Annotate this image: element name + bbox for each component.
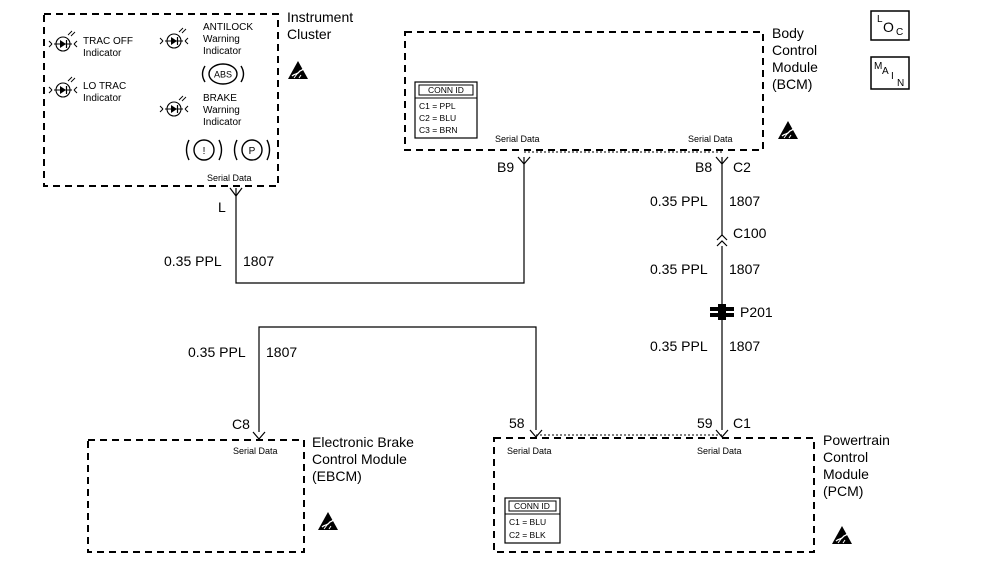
pin-58-terminal-icon (529, 429, 543, 438)
pcm-title-2: Control (823, 449, 868, 465)
bcm-conn-row: C2 = BLU (419, 113, 456, 123)
pcm-box (493, 437, 815, 553)
trac-off-indicator-label: Indicator (83, 48, 122, 59)
bcm-pin-b9: B9 (497, 159, 514, 175)
pin-b9-terminal-icon (517, 156, 531, 165)
bcm-serial-data-right: Serial Data (688, 134, 733, 144)
antilock-led-icon (159, 27, 189, 49)
cluster-serial-data-label: Serial Data (207, 173, 252, 183)
pin-c8-terminal-icon (252, 431, 266, 440)
cluster-wire-circuit: 1807 (243, 253, 274, 269)
bcm-connector-c2: C2 (733, 159, 751, 175)
main-letter-i: I (891, 71, 894, 82)
brake-warning-label: Warning (203, 105, 240, 116)
brake-label: BRAKE (203, 93, 237, 104)
loc-letter-o: O (883, 19, 894, 35)
esd-sensitive-icon (831, 525, 853, 545)
bcm-title-2: Control (772, 42, 817, 58)
c100-p201-wire-gauge: 0.35 PPL (650, 261, 708, 277)
pcm-serial-data-left: Serial Data (507, 446, 552, 456)
c100-p201-wire-circuit: 1807 (729, 261, 760, 277)
esd-sensitive-icon (777, 120, 799, 140)
ebcm-box (87, 439, 305, 553)
main-view-icon (870, 56, 910, 90)
instrument-cluster-title: Instrument (287, 9, 353, 25)
bcm-conn-id-table (414, 81, 478, 139)
brake-led-icon (159, 95, 189, 117)
bcm-title: Body (772, 25, 804, 41)
instrument-cluster-box (43, 13, 279, 187)
loc-letter-c: C (896, 27, 903, 38)
ebcm-pin-c8: C8 (232, 416, 250, 432)
bcm-serial-data-left: Serial Data (495, 134, 540, 144)
park-symbol-text: P (249, 146, 256, 157)
ebcm-title-3: (EBCM) (312, 468, 362, 484)
main-letter-m: M (874, 61, 882, 72)
pcm-serial-data-right: Serial Data (697, 446, 742, 456)
esd-sensitive-icon (317, 511, 339, 531)
p201-pcm-wire-gauge: 0.35 PPL (650, 338, 708, 354)
location-view-icon (870, 10, 910, 41)
cluster-pin-label: L (218, 199, 226, 215)
pcm-title-3: Module (823, 466, 869, 482)
trac-off-label: TRAC OFF (83, 36, 133, 47)
ebcm-title-2: Control Module (312, 451, 407, 467)
pcm-conn-row: C1 = BLU (509, 517, 546, 527)
bcm-conn-row: C1 = PPL (419, 101, 456, 111)
antilock-label: ANTILOCK (203, 22, 253, 33)
pcm-title: Powertrain (823, 432, 890, 448)
brake-symbol-text: ! (203, 146, 206, 157)
loc-letter-l: L (877, 14, 883, 25)
ebcm-wire-circuit: 1807 (266, 344, 297, 360)
bcm-conn-row: C3 = BRN (419, 125, 458, 135)
bcm-title-3: Module (772, 59, 818, 75)
c100-label: C100 (733, 225, 767, 241)
abs-symbol-icon (201, 63, 245, 85)
wire-cluster-to-bcm (235, 157, 525, 284)
p201-pcm-wire-circuit: 1807 (729, 338, 760, 354)
ebcm-title: Electronic Brake (312, 434, 414, 450)
bcm-conn-id-header: CONN ID (428, 85, 464, 95)
pcm-pin-58: 58 (509, 415, 525, 431)
antilock-indicator-label: Indicator (203, 46, 242, 57)
p201-connector-icon (710, 304, 734, 320)
instrument-cluster-title-2: Cluster (287, 26, 332, 42)
brake-indicator-label: Indicator (203, 117, 242, 128)
bcm-c100-wire-gauge: 0.35 PPL (650, 193, 708, 209)
pin-l-terminal-icon (229, 187, 243, 197)
cluster-wire-gauge: 0.35 PPL (164, 253, 222, 269)
pcm-title-4: (PCM) (823, 483, 863, 499)
bcm-title-4: (BCM) (772, 76, 812, 92)
pcm-conn-row: C2 = BLK (509, 530, 546, 540)
pcm-conn-id-header: CONN ID (514, 501, 550, 511)
pcm-conn-id-table (504, 497, 561, 544)
abs-symbol-text: ABS (214, 70, 232, 80)
pcm-pin-59: 59 (697, 415, 713, 431)
antilock-warning-label: Warning (203, 34, 240, 45)
park-brake-symbol-icon (233, 139, 271, 161)
trac-off-led-icon (48, 30, 78, 52)
pcm-connector-c1: C1 (733, 415, 751, 431)
lo-trac-indicator-label: Indicator (83, 93, 122, 104)
ebcm-wire-gauge: 0.35 PPL (188, 344, 246, 360)
bcm-pin-b8: B8 (695, 159, 712, 175)
main-letter-a: A (882, 66, 889, 77)
esd-sensitive-icon (287, 60, 309, 80)
bcm-box (404, 31, 764, 151)
main-letter-n: N (897, 78, 904, 89)
lo-trac-led-icon (48, 76, 78, 98)
wire-ebcm-to-pcm (258, 326, 537, 432)
p201-label: P201 (740, 304, 773, 320)
lo-trac-label: LO TRAC (83, 81, 126, 92)
brake-warning-symbol-icon (185, 139, 223, 161)
pin-59-terminal-icon (715, 429, 729, 438)
c100-connector-icon (716, 234, 728, 247)
ebcm-serial-data-label: Serial Data (233, 446, 278, 456)
bcm-c100-wire-circuit: 1807 (729, 193, 760, 209)
